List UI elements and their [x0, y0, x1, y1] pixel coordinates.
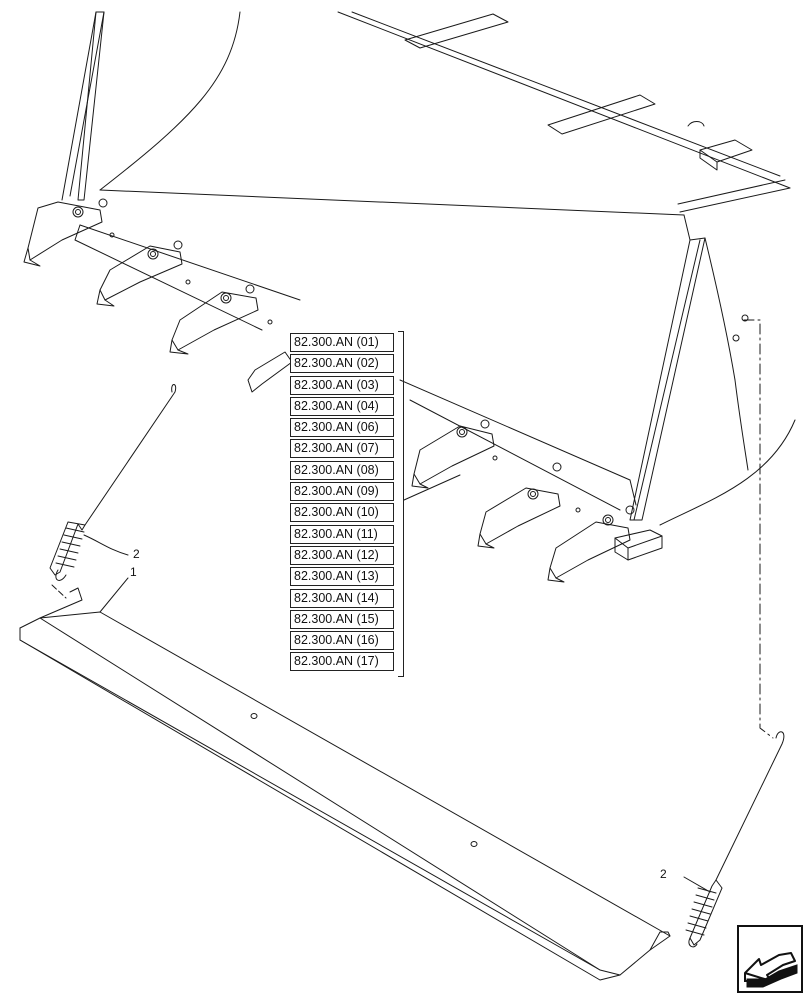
- reference-link[interactable]: 82.300.AN (14): [290, 588, 394, 608]
- bucket-teeth: [23, 198, 663, 583]
- reference-link[interactable]: 82.300.AN (11): [290, 524, 394, 544]
- assembly-line-left: [51, 584, 67, 599]
- callout-spring-left: 2: [133, 547, 140, 561]
- bucket-body: [61, 11, 796, 526]
- reference-link[interactable]: 82.300.AN (16): [290, 631, 394, 651]
- reference-link[interactable]: 82.300.AN (17): [290, 652, 394, 672]
- reference-link[interactable]: 82.300.AN (03): [290, 375, 394, 395]
- callout-leader-spring-left: [83, 534, 129, 556]
- spring-left: [49, 384, 177, 581]
- reference-link[interactable]: 82.300.AN (06): [290, 418, 394, 438]
- reference-link[interactable]: 82.300.AN (08): [290, 460, 394, 480]
- reference-link[interactable]: 82.300.AN (07): [290, 439, 394, 459]
- callout-leader-plate: [99, 577, 129, 613]
- callout-plate: 1: [130, 565, 137, 579]
- reference-link[interactable]: 82.300.AN (12): [290, 545, 394, 565]
- spring-right: [685, 731, 785, 948]
- callout-spring-right: 2: [660, 867, 667, 881]
- reference-link[interactable]: 82.300.AN (01): [290, 333, 394, 352]
- reference-link[interactable]: 82.300.AN (10): [290, 503, 394, 523]
- arrow-back-icon: [744, 952, 798, 988]
- assembly-line-right: [743, 319, 774, 739]
- reference-list: 82.300.AN (01)82.300.AN (02)82.300.AN (0…: [290, 333, 394, 674]
- reference-link[interactable]: 82.300.AN (15): [290, 609, 394, 629]
- reference-link[interactable]: 82.300.AN (09): [290, 482, 394, 502]
- reference-link[interactable]: 82.300.AN (04): [290, 396, 394, 416]
- reference-leader-line: [403, 474, 461, 501]
- back-navigation-button[interactable]: [737, 925, 803, 993]
- protective-plate: [19, 587, 671, 981]
- reference-link[interactable]: 82.300.AN (13): [290, 567, 394, 587]
- reference-bracket: [398, 331, 404, 677]
- callout-leader-spring-right: [683, 876, 711, 893]
- reference-link[interactable]: 82.300.AN (02): [290, 354, 394, 374]
